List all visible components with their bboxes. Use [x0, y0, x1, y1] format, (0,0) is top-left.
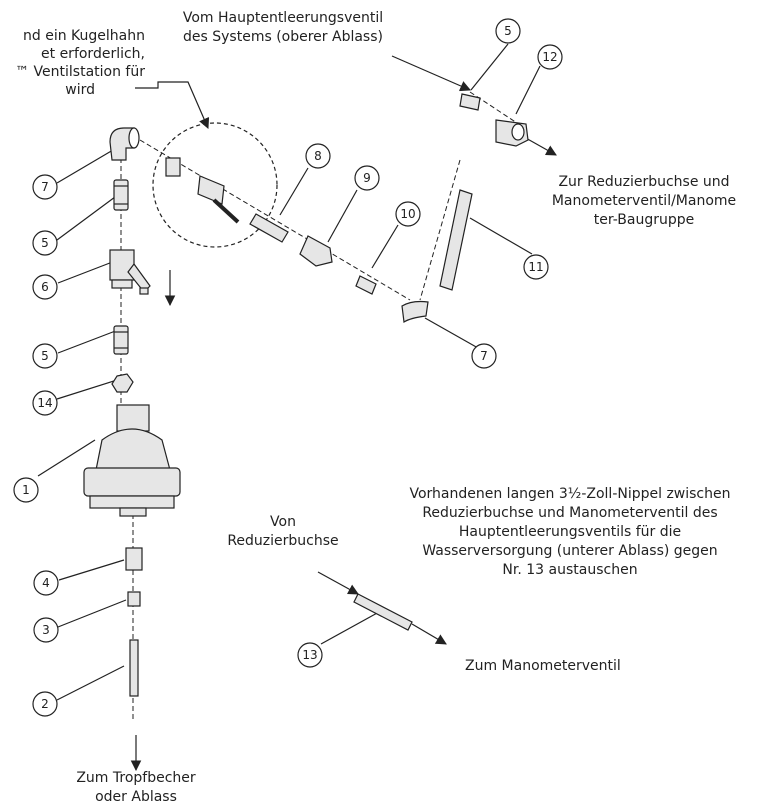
callout-8: 8: [314, 149, 322, 163]
svg-text:Zum Manometerventil: Zum Manometerventil: [465, 658, 621, 674]
callout-5: 5: [41, 236, 49, 250]
tube-part-2: [129, 639, 139, 697]
note-to-gauge-valve: Zum Manometerventil: [465, 658, 621, 674]
svg-text:et erforderlich,: et erforderlich,: [41, 46, 145, 62]
center-lines: [120, 91, 521, 720]
callout-5: 5: [41, 349, 49, 363]
union-part-9: [299, 235, 333, 267]
callout-1: 1: [22, 483, 30, 497]
svg-text:™ Ventilstation für: ™ Ventilstation für: [15, 64, 145, 80]
svg-text:Zum Tropfbecher: Zum Tropfbecher: [76, 770, 196, 786]
callout-5: 5: [504, 24, 512, 38]
nipple-part-13: [353, 593, 413, 631]
note-right-mid: Vorhandenen langen 3½-Zoll-Nippel zwisch…: [409, 486, 730, 578]
note-right-top: Zur Reduzierbuchse und Manometerventil/M…: [552, 174, 736, 228]
callout-bubbles: 5 12 8 9 10 7 5 6 11 7 5 14 1 4 3 2 13: [13, 18, 563, 717]
callout-4: 4: [42, 576, 50, 590]
elbow-part-7a: [109, 127, 140, 161]
parts: [83, 93, 529, 697]
svg-text:wird: wird: [65, 82, 95, 98]
svg-text:Hauptentleerungsventils für di: Hauptentleerungsventils für die: [459, 524, 681, 540]
tee-part-12: [495, 119, 529, 147]
nipple-part-11: [439, 189, 473, 291]
callout-9: 9: [363, 171, 371, 185]
svg-text:Manometerventil/Manome: Manometerventil/Manome: [552, 193, 736, 209]
svg-text:Von: Von: [270, 514, 296, 530]
svg-text:oder Ablass: oder Ablass: [95, 789, 177, 805]
svg-text:Vorhandenen langen 3½-Zoll-Nip: Vorhandenen langen 3½-Zoll-Nippel zwisch…: [409, 486, 730, 502]
fitting-part-4: [125, 547, 143, 571]
body-part-1: [83, 404, 181, 517]
callout-11: 11: [528, 260, 543, 274]
note-from-bushing: Von Reduzierbuchse: [227, 514, 338, 549]
ball-valve-part: [165, 157, 240, 224]
note-bottom: Zum Tropfbecher oder Ablass: [76, 770, 196, 805]
svg-text:nd ein Kugelhahn: nd ein Kugelhahn: [23, 28, 145, 44]
fitting-part-3: [127, 591, 141, 607]
svg-text:ter-Baugruppe: ter-Baugruppe: [594, 212, 694, 228]
flow-arrow-out-top: [523, 136, 557, 156]
callout-14: 14: [37, 396, 52, 410]
leader-lines: [37, 43, 557, 772]
callout-7: 7: [480, 349, 488, 363]
svg-text:Reduzierbuchse und Manometerve: Reduzierbuchse und Manometerventil des: [422, 505, 717, 521]
note-top-left: nd ein Kugelhahn et erforderlich, ™ Vent…: [15, 28, 145, 98]
nipple-part-5a: [113, 179, 129, 211]
callout-10: 10: [400, 207, 415, 221]
elbow-part-7b: [401, 300, 429, 324]
strainer-part-6: [109, 249, 151, 295]
nipple-part-5c: [459, 93, 481, 111]
note-top-center: Vom Hauptentleerungsventil des Systems (…: [183, 10, 383, 45]
callout-2: 2: [41, 697, 49, 711]
bushing-part-14: [111, 373, 134, 393]
callout-12: 12: [542, 50, 557, 64]
svg-text:Nr. 13 austauschen: Nr. 13 austauschen: [502, 562, 637, 578]
svg-text:Zur Reduzierbuchse und: Zur Reduzierbuchse und: [558, 174, 729, 190]
callout-7: 7: [41, 180, 49, 194]
nipple-part-5b: [113, 325, 129, 355]
optional-ball-valve-circle: [152, 122, 278, 248]
flow-arrow-out-13: [411, 623, 447, 645]
svg-text:Wasserversorgung (unterer Abla: Wasserversorgung (unterer Ablass) gegen: [422, 543, 717, 559]
svg-text:des Systems (oberer Ablass): des Systems (oberer Ablass): [183, 29, 383, 45]
flow-arrow-in-top: [391, 55, 471, 92]
svg-text:Reduzierbuchse: Reduzierbuchse: [227, 533, 338, 549]
nipple-part-8: [249, 213, 289, 243]
svg-text:Vom Hauptentleerungsventil: Vom Hauptentleerungsventil: [183, 10, 383, 26]
callout-13: 13: [302, 648, 317, 662]
nipple-part-10: [355, 275, 377, 295]
flow-arrow-in-13: [317, 571, 359, 595]
callout-6: 6: [41, 280, 49, 294]
callout-3: 3: [42, 623, 50, 637]
